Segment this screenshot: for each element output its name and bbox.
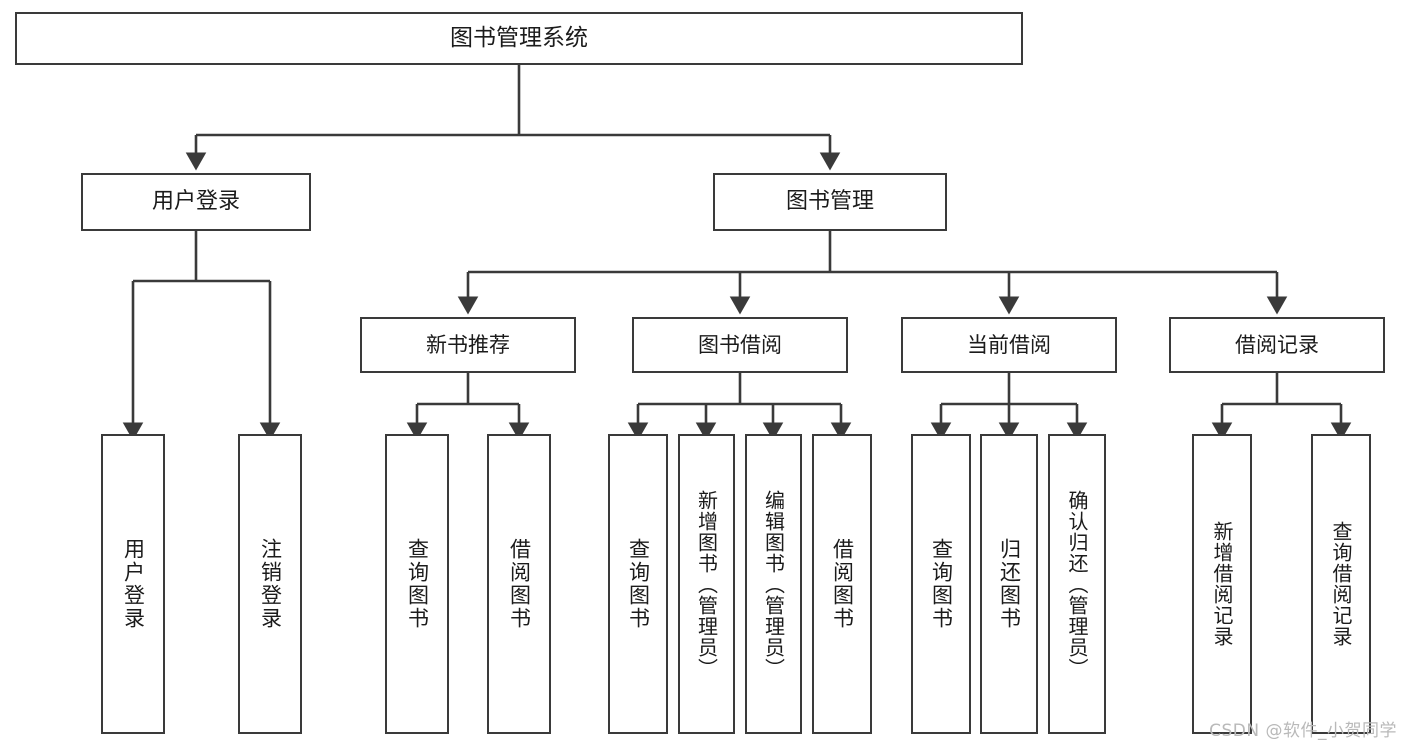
node-user-login[interactable]: 用户登录 (81, 173, 311, 231)
node-leaf-user-login-label: 用户登录 (121, 538, 146, 630)
node-leaf-return-book-label: 归还图书 (997, 538, 1022, 630)
node-leaf-query-record[interactable]: 查询借阅记录 (1311, 434, 1371, 734)
node-leaf-add-book-label: 新增图书（管理员） (694, 489, 719, 679)
node-book-borrow-label: 图书借阅 (698, 332, 782, 357)
node-leaf-add-record[interactable]: 新增借阅记录 (1192, 434, 1252, 734)
node-leaf-query-book-2[interactable]: 查询图书 (608, 434, 668, 734)
node-book-management-label: 图书管理 (785, 189, 874, 215)
node-book-borrow[interactable]: 图书借阅 (632, 317, 848, 373)
node-leaf-borrow-book-2[interactable]: 借阅图书 (812, 434, 872, 734)
node-leaf-borrow-book-1[interactable]: 借阅图书 (487, 434, 551, 734)
node-borrow-record[interactable]: 借阅记录 (1169, 317, 1385, 373)
node-current-borrow[interactable]: 当前借阅 (901, 317, 1117, 373)
node-leaf-logout-login[interactable]: 注销登录 (238, 434, 302, 734)
node-leaf-query-record-label: 查询借阅记录 (1329, 521, 1353, 647)
node-borrow-record-label: 借阅记录 (1235, 332, 1319, 357)
node-root-label: 图书管理系统 (450, 24, 588, 51)
node-leaf-query-book-2-label: 查询图书 (626, 538, 651, 630)
node-leaf-borrow-book-1-label: 借阅图书 (507, 538, 532, 630)
node-user-login-label: 用户登录 (151, 189, 240, 215)
node-leaf-query-book-1[interactable]: 查询图书 (385, 434, 449, 734)
node-leaf-return-book[interactable]: 归还图书 (980, 434, 1038, 734)
node-leaf-borrow-book-2-label: 借阅图书 (830, 538, 855, 630)
node-leaf-query-book-3[interactable]: 查询图书 (911, 434, 971, 734)
node-leaf-edit-book-label: 编辑图书（管理员） (761, 489, 786, 679)
node-leaf-logout-login-label: 注销登录 (258, 538, 283, 630)
node-book-management[interactable]: 图书管理 (713, 173, 947, 231)
node-current-borrow-label: 当前借阅 (967, 332, 1051, 357)
watermark-text: CSDN @软件_小贺同学 (1209, 721, 1397, 741)
node-new-book-recommend-label: 新书推荐 (426, 332, 510, 357)
node-root[interactable]: 图书管理系统 (15, 12, 1023, 65)
node-leaf-add-record-label: 新增借阅记录 (1210, 521, 1234, 647)
node-leaf-add-book[interactable]: 新增图书（管理员） (678, 434, 735, 734)
node-leaf-confirm-return-label: 确认归还（管理员） (1065, 489, 1089, 679)
node-new-book-recommend[interactable]: 新书推荐 (360, 317, 576, 373)
node-leaf-user-login[interactable]: 用户登录 (101, 434, 165, 734)
node-leaf-confirm-return[interactable]: 确认归还（管理员） (1048, 434, 1106, 734)
node-leaf-query-book-1-label: 查询图书 (405, 538, 430, 630)
node-leaf-query-book-3-label: 查询图书 (929, 538, 954, 630)
node-leaf-edit-book[interactable]: 编辑图书（管理员） (745, 434, 802, 734)
